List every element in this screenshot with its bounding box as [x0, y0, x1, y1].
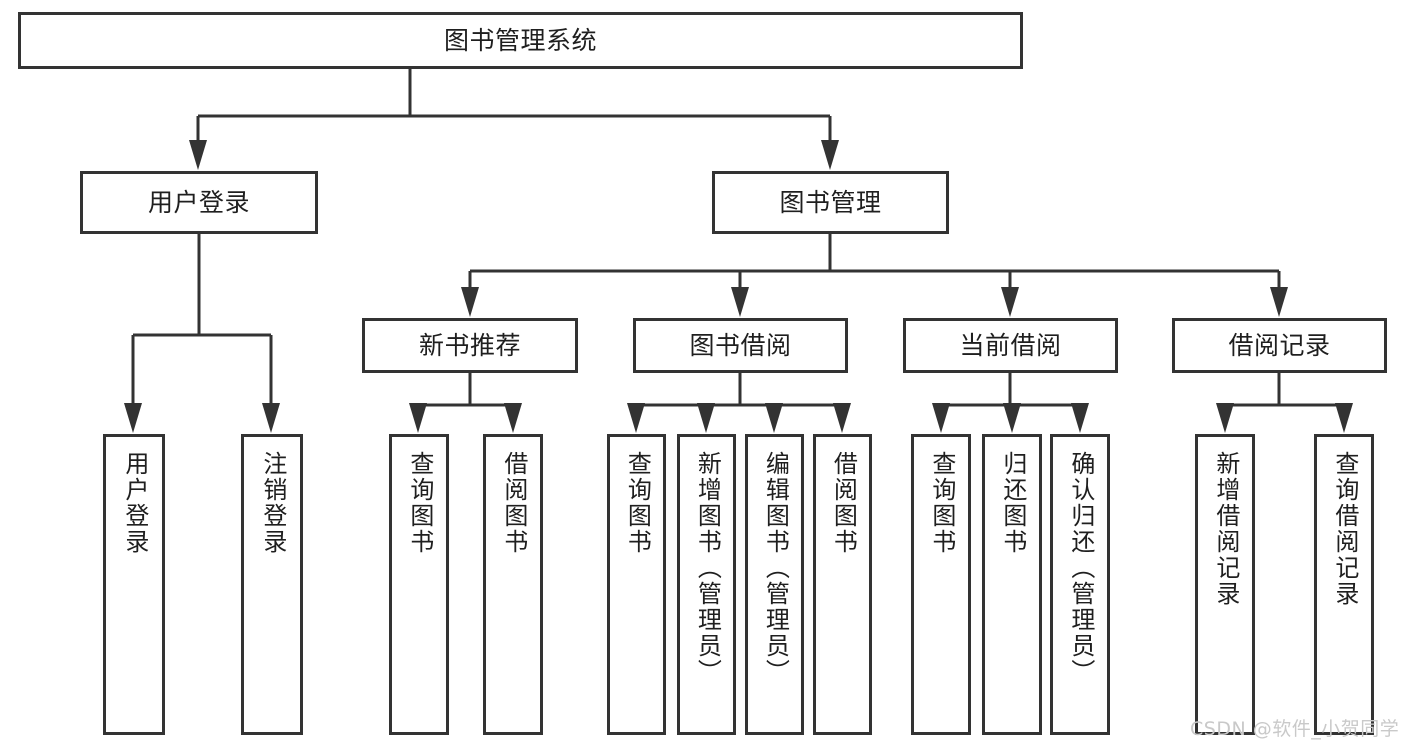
arrow-head-icon — [189, 140, 207, 170]
node-leaf-edit-book-admin[interactable]: 编辑图书（管理员） — [745, 434, 804, 735]
node-label: 用户登录 — [120, 451, 149, 555]
arrow-head-icon — [932, 403, 950, 433]
node-leaf-add-book-admin[interactable]: 新增图书（管理员） — [677, 434, 736, 735]
node-label: 图书管理系统 — [443, 25, 597, 55]
arrow-head-icon — [409, 403, 427, 433]
node-label: 查询借阅记录 — [1330, 451, 1359, 607]
arrow-head-icon — [1335, 403, 1353, 433]
node-label: 当前借阅 — [959, 330, 1062, 360]
arrow-head-icon — [697, 403, 715, 433]
node-label: 用户登录 — [147, 187, 250, 217]
node-leaf-return-book[interactable]: 归还图书 — [982, 434, 1042, 735]
node-label: 编辑图书（管理员） — [761, 451, 790, 685]
node-leaf-logout[interactable]: 注销登录 — [241, 434, 303, 735]
node-label: 归还图书 — [998, 451, 1027, 555]
node-label: 查询图书 — [623, 451, 652, 555]
node-leaf-confirm-return-admin[interactable]: 确认归还（管理员） — [1050, 434, 1110, 735]
node-leaf-query-borrow-record[interactable]: 查询借阅记录 — [1314, 434, 1374, 735]
arrow-head-icon — [1270, 287, 1288, 317]
node-leaf-query-book-2[interactable]: 查询图书 — [607, 434, 666, 735]
arrow-head-icon — [461, 287, 479, 317]
node-label: 确认归还（管理员） — [1066, 451, 1095, 685]
node-leaf-query-book-1[interactable]: 查询图书 — [389, 434, 449, 735]
arrow-head-icon — [124, 403, 142, 433]
node-label: 借阅图书 — [499, 451, 528, 555]
node-leaf-borrow-book-1[interactable]: 借阅图书 — [483, 434, 543, 735]
node-label: 查询图书 — [927, 451, 956, 555]
node-label: 借阅图书 — [829, 451, 858, 555]
arrow-head-icon — [627, 403, 645, 433]
node-label: 图书借阅 — [689, 330, 792, 360]
node-user-login[interactable]: 用户登录 — [80, 171, 318, 234]
arrow-head-icon — [821, 140, 839, 170]
arrow-head-icon — [765, 403, 783, 433]
arrow-head-icon — [833, 403, 851, 433]
arrow-head-icon — [1001, 287, 1019, 317]
node-root[interactable]: 图书管理系统 — [18, 12, 1023, 69]
node-new-book-recommend[interactable]: 新书推荐 — [362, 318, 578, 373]
node-current-borrow[interactable]: 当前借阅 — [903, 318, 1118, 373]
arrow-head-icon — [262, 403, 280, 433]
node-label: 新书推荐 — [418, 330, 521, 360]
node-label: 借阅记录 — [1228, 330, 1331, 360]
arrow-head-icon — [504, 403, 522, 433]
node-leaf-user-login[interactable]: 用户登录 — [103, 434, 165, 735]
arrow-head-icon — [1216, 403, 1234, 433]
arrow-head-icon — [1071, 403, 1089, 433]
node-leaf-borrow-book-2[interactable]: 借阅图书 — [813, 434, 872, 735]
node-borrow-records[interactable]: 借阅记录 — [1172, 318, 1387, 373]
node-label: 新增借阅记录 — [1211, 451, 1240, 607]
node-book-borrow[interactable]: 图书借阅 — [633, 318, 848, 373]
arrow-head-icon — [731, 287, 749, 317]
node-label: 注销登录 — [258, 451, 287, 555]
node-label: 新增图书（管理员） — [693, 451, 722, 685]
node-book-management[interactable]: 图书管理 — [712, 171, 949, 234]
arrow-head-icon — [1003, 403, 1021, 433]
node-leaf-query-book-3[interactable]: 查询图书 — [911, 434, 971, 735]
node-label: 查询图书 — [405, 451, 434, 555]
node-label: 图书管理 — [779, 187, 882, 217]
node-leaf-add-borrow-record[interactable]: 新增借阅记录 — [1195, 434, 1255, 735]
